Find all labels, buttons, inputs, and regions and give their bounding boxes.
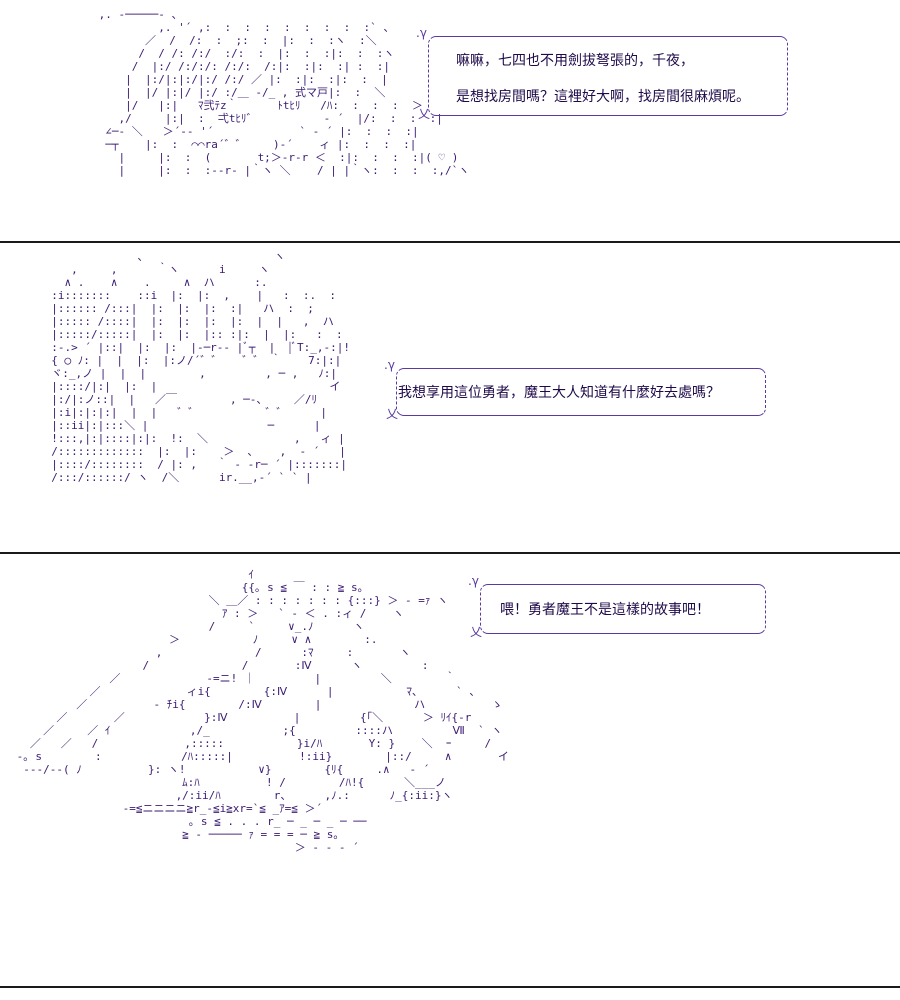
panel-2: 、 ヽ , , ｀ヽ i ヽ ∧ . ∧ . ∧ ハ :. :i::::::: … — [0, 244, 900, 550]
speech-bubble-3-frame — [480, 584, 766, 634]
bubble-tail-bottom-icon: 乂 — [418, 107, 431, 121]
bubble-tail-top-icon: .γ — [468, 574, 479, 588]
speech-bubble-2: .γ 乂 我想享用這位勇者，魔王大人知道有什麼好去處嗎？ — [384, 358, 766, 421]
panel-divider-1 — [0, 241, 900, 243]
panel-divider-2 — [0, 552, 900, 554]
bubble-tail-bottom-icon: 乂 — [470, 625, 483, 639]
panel-3: ｲ {{｡ s ≦ ￣ : : ≧ s｡ ＼ ＿／ : : : : : : : … — [0, 556, 900, 984]
bubble-tail-top-icon: .γ — [384, 358, 395, 372]
ascii-art-character-2: 、 ヽ , , ｀ヽ i ヽ ∧ . ∧ . ∧ ハ :. :i::::::: … — [51, 250, 350, 484]
ascii-art-character-1: ,. -─────- 、 ,. '´ ,: : : : : : : : :` 、… — [98, 8, 470, 177]
ascii-art-character-3: ｲ {{｡ s ≦ ￣ : : ≧ s｡ ＼ ＿／ : : : : : : : … — [16, 568, 509, 854]
speech-bubble-3-line-1: 喂！勇者魔王不是這樣的故事吧！ — [500, 602, 710, 618]
panel-1: ,. -─────- 、 ,. '´ ,: : : : : : : : :` 、… — [0, 0, 900, 240]
speech-bubble-2-line-1: 我想享用這位勇者，魔王大人知道有什麼好去處嗎？ — [398, 385, 720, 401]
speech-bubble-1-frame — [428, 36, 788, 116]
speech-bubble-3: .γ 乂 喂！勇者魔王不是這樣的故事吧！ — [468, 574, 766, 639]
speech-bubble-2-frame — [396, 368, 766, 416]
speech-bubble-1: .γ 乂 嘛嘛，七四也不用劍拔弩張的，千夜， 是想找房間嗎？這裡好大啊，找房間很… — [416, 26, 788, 121]
speech-bubble-1-line-2: 是想找房間嗎？這裡好大啊，找房間很麻煩呢。 — [456, 89, 750, 105]
bubble-tail-bottom-icon: 乂 — [386, 407, 399, 421]
panel-divider-3 — [0, 986, 900, 988]
bubble-tail-top-icon: .γ — [416, 26, 427, 40]
speech-bubble-1-line-1: 嘛嘛，七四也不用劍拔弩張的，千夜， — [456, 53, 694, 69]
